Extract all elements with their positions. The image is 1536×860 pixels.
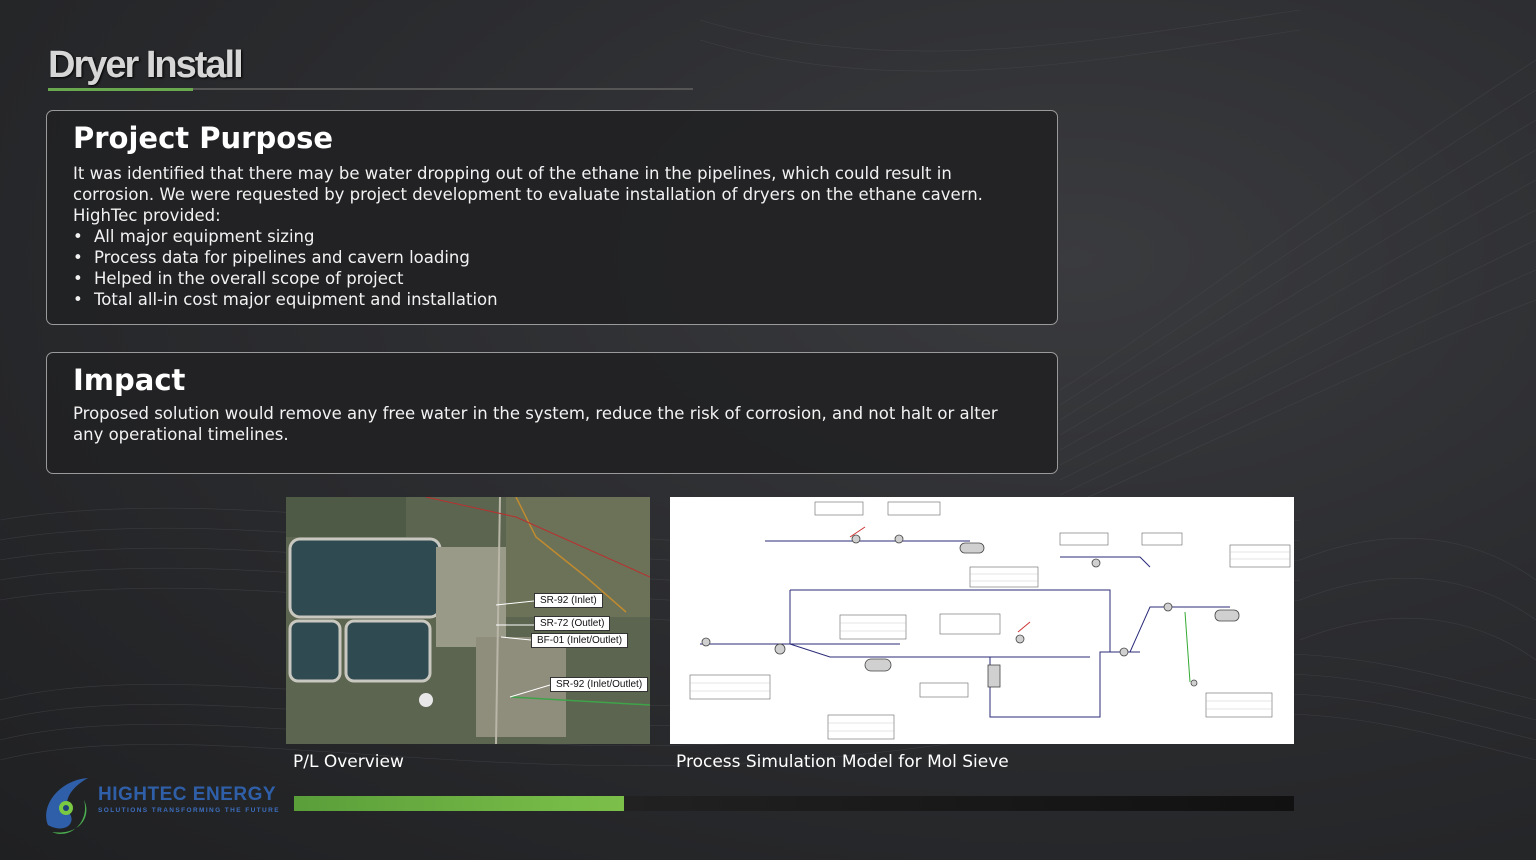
process-simulation-image (670, 497, 1294, 744)
pl-overview-caption: P/L Overview (293, 752, 404, 772)
list-item: •All major equipment sizing (73, 227, 315, 246)
progress-bar-fill (294, 796, 624, 811)
impact-heading: Impact (73, 363, 186, 397)
list-item: •Process data for pipelines and cavern l… (73, 248, 470, 267)
project-purpose-body: It was identified that there may be wate… (73, 164, 983, 225)
list-item: •Total all-in cost major equipment and i… (73, 290, 498, 309)
logo-swirl-icon (46, 778, 88, 834)
slide-title: Dryer Install (48, 44, 244, 86)
title-divider (48, 88, 693, 90)
project-purpose-heading: Project Purpose (73, 121, 334, 155)
title-accent-bar (48, 88, 193, 91)
logo-name: HIGHTEC ENERGY (98, 784, 277, 805)
impact-box: Impact Proposed solution would remove an… (46, 352, 1058, 474)
process-simulation-caption: Process Simulation Model for Mol Sieve (676, 752, 1009, 772)
list-item: •Helped in the overall scope of project (73, 269, 404, 288)
pl-overview-image: SR-92 (Inlet) SR-72 (Outlet) BF-01 (Inle… (286, 497, 650, 744)
project-purpose-box: Project Purpose It was identified that t… (46, 110, 1058, 325)
project-purpose-list: •All major equipment sizing •Process dat… (73, 226, 1031, 310)
company-logo: HIGHTEC ENERGY SOLUTIONS TRANSFORMING TH… (40, 770, 280, 845)
process-flow-diagram (689, 501, 1291, 740)
impact-body: Proposed solution would remove any free … (73, 404, 998, 444)
map-label: SR-72 (Outlet) (534, 616, 611, 631)
map-label: SR-92 (Inlet/Outlet) (550, 677, 649, 692)
map-label: SR-92 (Inlet) (534, 593, 603, 608)
progress-bar (294, 796, 1294, 811)
map-label: BF-01 (Inlet/Outlet) (531, 633, 629, 648)
logo-tagline: SOLUTIONS TRANSFORMING THE FUTURE (98, 807, 280, 814)
